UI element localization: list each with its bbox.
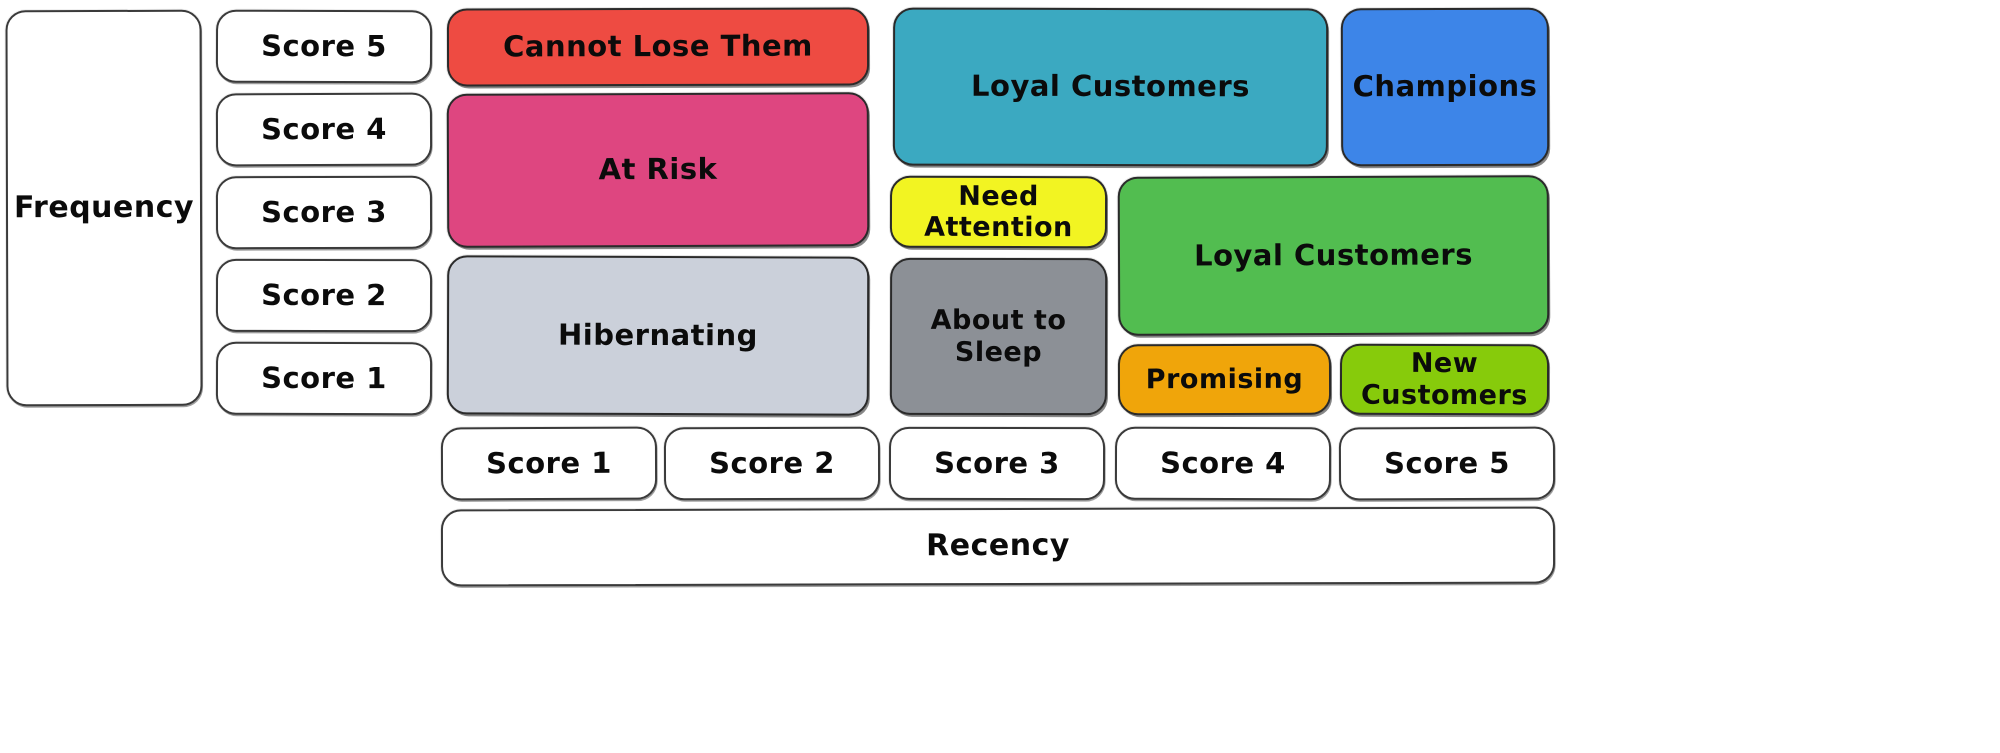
frequency-axis-label: Frequency xyxy=(13,189,195,225)
segment-champions[interactable]: Champions xyxy=(1340,7,1550,167)
recency-axis-title: Recency xyxy=(440,506,1556,587)
frequency-score-4[interactable]: Score 4 xyxy=(215,92,433,167)
frequency-score-3-label: Score 3 xyxy=(261,194,387,229)
segment-about-to-sleep[interactable]: About to Sleep xyxy=(889,257,1108,416)
segment-about-to-sleep-label: About to Sleep xyxy=(930,305,1067,368)
frequency-score-1[interactable]: Score 1 xyxy=(215,341,433,416)
recency-score-5-label: Score 5 xyxy=(1384,445,1510,481)
segment-at-risk[interactable]: At Risk xyxy=(446,92,870,248)
segment-loyal-customers-teal-label: Loyal Customers xyxy=(971,69,1250,104)
recency-score-4-label: Score 4 xyxy=(1160,445,1286,481)
recency-axis-label: Recency xyxy=(926,528,1070,564)
segment-promising-label: Promising xyxy=(1145,363,1304,396)
frequency-score-5-label: Score 5 xyxy=(261,28,387,64)
frequency-score-2-label: Score 2 xyxy=(261,277,387,312)
segment-loyal-customers-teal[interactable]: Loyal Customers xyxy=(892,7,1329,167)
segment-loyal-customers-green-label: Loyal Customers xyxy=(1194,237,1473,273)
frequency-score-5[interactable]: Score 5 xyxy=(215,9,433,84)
frequency-score-3[interactable]: Score 3 xyxy=(215,175,433,250)
segment-new-customers-label: New Customers xyxy=(1360,348,1528,411)
recency-score-3[interactable]: Score 3 xyxy=(888,426,1106,501)
segment-cannot-lose-them[interactable]: Cannot Lose Them xyxy=(446,7,870,87)
segment-new-customers[interactable]: New Customers xyxy=(1339,343,1550,416)
frequency-score-4-label: Score 4 xyxy=(261,111,387,147)
segment-at-risk-label: At Risk xyxy=(598,152,718,187)
recency-score-4[interactable]: Score 4 xyxy=(1114,426,1332,501)
segment-need-attention[interactable]: Need Attention xyxy=(889,175,1108,249)
segment-need-attention-label: Need Attention xyxy=(924,180,1073,244)
segment-hibernating-label: Hibernating xyxy=(558,317,758,353)
recency-score-3-label: Score 3 xyxy=(934,445,1060,480)
frequency-score-1-label: Score 1 xyxy=(261,360,387,396)
segment-champions-label: Champions xyxy=(1352,69,1538,104)
segment-loyal-customers-green[interactable]: Loyal Customers xyxy=(1117,175,1550,336)
recency-score-1[interactable]: Score 1 xyxy=(440,426,658,501)
frequency-axis-title: Frequency xyxy=(5,9,203,407)
recency-score-5[interactable]: Score 5 xyxy=(1338,426,1556,501)
segment-cannot-lose-them-label: Cannot Lose Them xyxy=(503,28,813,64)
segment-promising[interactable]: Promising xyxy=(1117,343,1332,416)
recency-score-2[interactable]: Score 2 xyxy=(663,426,881,501)
segment-hibernating[interactable]: Hibernating xyxy=(446,255,870,416)
recency-score-2-label: Score 2 xyxy=(709,445,835,480)
frequency-score-2[interactable]: Score 2 xyxy=(215,258,433,333)
recency-score-1-label: Score 1 xyxy=(486,445,612,481)
